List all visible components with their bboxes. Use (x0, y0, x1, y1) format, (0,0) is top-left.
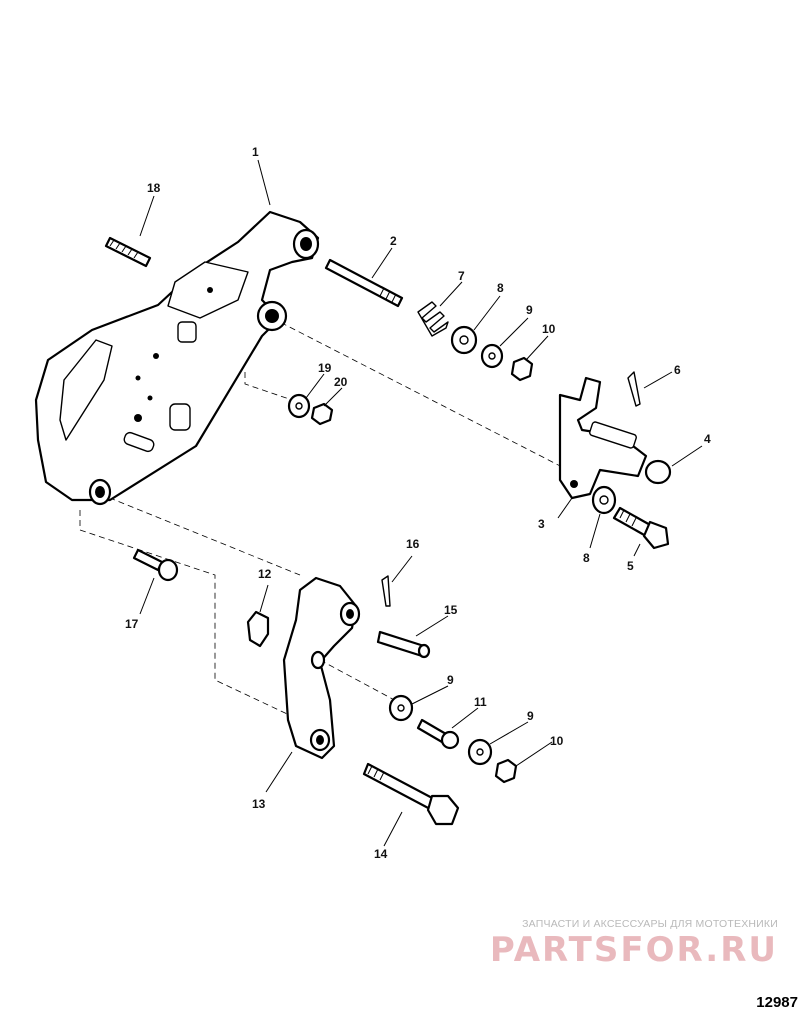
callout-10: 10 (542, 322, 556, 336)
callout-8: 8 (497, 281, 504, 295)
part-16-pin (381, 575, 391, 607)
part-9-washer-middle (388, 694, 414, 722)
callout-9c: 9 (527, 709, 534, 723)
diagram-number: 12987 (756, 994, 798, 1011)
part-15-pin (376, 630, 431, 659)
callout-17: 17 (125, 617, 139, 631)
part-12-clip (246, 610, 270, 648)
leader-lines (139, 159, 703, 847)
part-19-washer (287, 393, 311, 419)
assembly-lines (79, 317, 569, 721)
callout-10b: 10 (550, 734, 564, 748)
callout-20: 20 (334, 375, 348, 389)
callout-16: 16 (406, 537, 420, 551)
part-2-shaft (324, 258, 404, 308)
part-11-screw (416, 718, 460, 750)
callout-labels: 1 18 2 7 8 9 10 6 4 19 20 3 8 5 16 12 17… (125, 145, 711, 861)
part-5-bolt (612, 506, 670, 550)
callout-14: 14 (374, 847, 388, 861)
part-8-washer-upper (450, 325, 478, 355)
callout-5: 5 (627, 559, 634, 573)
callout-6: 6 (674, 363, 681, 377)
part-6-cotter-pin (627, 371, 641, 407)
callout-7: 7 (458, 269, 465, 283)
part-1-main-bracket (34, 210, 320, 506)
callout-18: 18 (147, 181, 161, 195)
callout-1: 1 (252, 145, 259, 159)
callout-19: 19 (318, 361, 332, 375)
part-14-bolt (362, 762, 460, 826)
callout-2: 2 (390, 234, 397, 248)
part-18-stud (104, 236, 152, 268)
part-3-latch-bracket (558, 376, 648, 500)
watermark-tagline: ЗАПЧАСТИ И АКСЕССУАРЫ ДЛЯ МОТОТЕХНИКИ (522, 918, 778, 930)
part-8-washer-lower (591, 485, 617, 515)
callout-4: 4 (704, 432, 711, 446)
part-13-arm (282, 576, 361, 760)
callout-3: 3 (538, 517, 545, 531)
callout-15: 15 (444, 603, 458, 617)
callout-13: 13 (252, 797, 266, 811)
callout-11: 11 (474, 695, 487, 709)
watermark: ЗАПЧАСТИ И АКСЕССУАРЫ ДЛЯ МОТОТЕХНИКИ PA… (490, 918, 778, 970)
part-20-nut (310, 402, 334, 426)
part-10-nut-lower (494, 758, 518, 784)
part-9-washer-lower (467, 738, 493, 766)
part-4-cap (644, 459, 672, 485)
part-9-washer-upper (480, 343, 504, 369)
callout-9: 9 (526, 303, 533, 317)
part-7-spring (417, 301, 449, 337)
part-10-nut-upper (510, 356, 534, 382)
callout-9b: 9 (447, 673, 454, 687)
callout-8b: 8 (583, 551, 590, 565)
watermark-logo: PARTSFOR.RU (489, 930, 778, 970)
callout-12: 12 (258, 567, 272, 581)
part-17-bolt (132, 548, 179, 582)
